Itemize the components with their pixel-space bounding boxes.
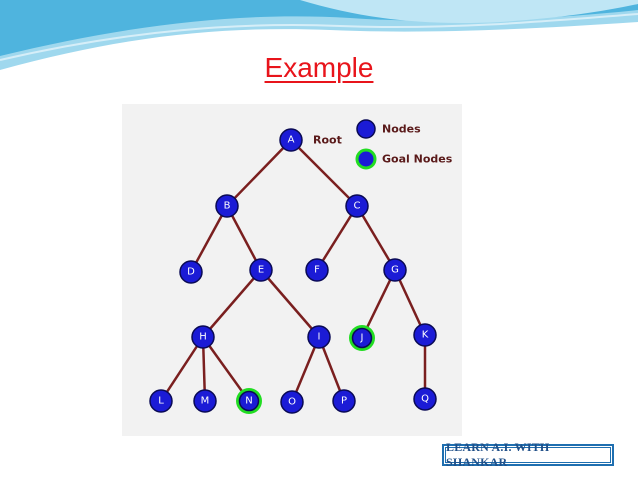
tree-node-d: D xyxy=(179,260,203,284)
node-label: C xyxy=(354,201,361,212)
slide-title: Example xyxy=(264,52,374,83)
tree-node-c: C xyxy=(345,194,369,218)
node-circle xyxy=(383,258,407,282)
tree-node-i: I xyxy=(307,325,331,349)
node-circle xyxy=(307,325,331,349)
legend-node-icon xyxy=(356,119,376,139)
brand-badge: LEARN A.I. WITH SHANKAR xyxy=(442,440,614,469)
node-circle xyxy=(332,389,356,413)
node-circle xyxy=(238,390,260,412)
edge-g-k xyxy=(393,269,427,336)
brand-badge-text: LEARN A.I. WITH SHANKAR xyxy=(445,440,611,469)
edge-c-g xyxy=(355,205,397,271)
tree-node-k: K xyxy=(413,323,437,347)
node-label: I xyxy=(318,332,321,343)
legend-goal-node-icon xyxy=(355,148,377,170)
goal-node-j: J xyxy=(349,325,375,351)
node-label: D xyxy=(187,267,195,278)
tree-node-b: B xyxy=(215,194,239,218)
node-circle xyxy=(351,327,373,349)
tree-node-h: H xyxy=(191,325,215,349)
node-label: F xyxy=(314,265,320,276)
node-label: E xyxy=(258,265,264,276)
node-label: O xyxy=(288,397,296,408)
node-label: L xyxy=(158,396,164,407)
legend-goal-nodes-label: Goal Nodes xyxy=(382,153,453,166)
node-circle xyxy=(149,389,173,413)
node-circle xyxy=(249,258,273,282)
tree-node-p: P xyxy=(332,389,356,413)
node-label: A xyxy=(288,135,295,146)
node-label: N xyxy=(245,396,252,407)
tree-node-e: E xyxy=(249,258,273,282)
root-label: Root xyxy=(313,134,342,147)
node-circle xyxy=(305,258,329,282)
node-circle xyxy=(345,194,369,218)
edge-h-n xyxy=(201,336,251,402)
edge-a-b xyxy=(226,139,292,207)
node-label: Q xyxy=(421,394,429,405)
node-circle xyxy=(179,260,203,284)
tree-node-m: M xyxy=(193,389,217,413)
edge-b-e xyxy=(225,205,263,271)
legend: Nodes Goal Nodes xyxy=(355,119,453,170)
tree-node-f: F xyxy=(305,258,329,282)
edge-h-l xyxy=(159,336,205,402)
tree-node-g: G xyxy=(383,258,407,282)
node-circle xyxy=(280,390,304,414)
tree-node-l: L xyxy=(149,389,173,413)
edge-a-c xyxy=(290,139,358,207)
tree-diagram: A B C D E F G H I J K L M N O P Q Root Nodes Goal Nodes xyxy=(149,119,453,414)
edge-b-d xyxy=(189,205,229,273)
node-label: M xyxy=(201,396,210,407)
legend-nodes-label: Nodes xyxy=(382,123,421,136)
node-label: G xyxy=(391,265,399,276)
node-circle xyxy=(279,128,303,152)
node-label: H xyxy=(199,332,207,343)
tree-node-a: A xyxy=(279,128,303,152)
node-label: K xyxy=(422,330,429,341)
node-circle xyxy=(413,387,437,411)
nodes-layer: A B C D E F G H I J K L M N O P Q xyxy=(149,128,437,414)
node-label: P xyxy=(341,396,347,407)
tree-node-q: Q xyxy=(413,387,437,411)
node-circle xyxy=(215,194,239,218)
edge-c-f xyxy=(315,205,359,271)
tree-diagram-panel: A B C D E F G H I J K L M N O P Q Root Nodes Goal Nodes xyxy=(122,104,462,436)
goal-node-n: N xyxy=(236,388,262,414)
node-label: J xyxy=(360,333,364,344)
node-circle xyxy=(191,325,215,349)
edge-e-i xyxy=(260,269,320,338)
node-circle xyxy=(413,323,437,347)
tree-node-o: O xyxy=(280,390,304,414)
edge-e-h xyxy=(202,269,262,338)
header-wave-decoration xyxy=(0,0,638,74)
node-circle xyxy=(193,389,217,413)
node-label: B xyxy=(224,201,231,212)
